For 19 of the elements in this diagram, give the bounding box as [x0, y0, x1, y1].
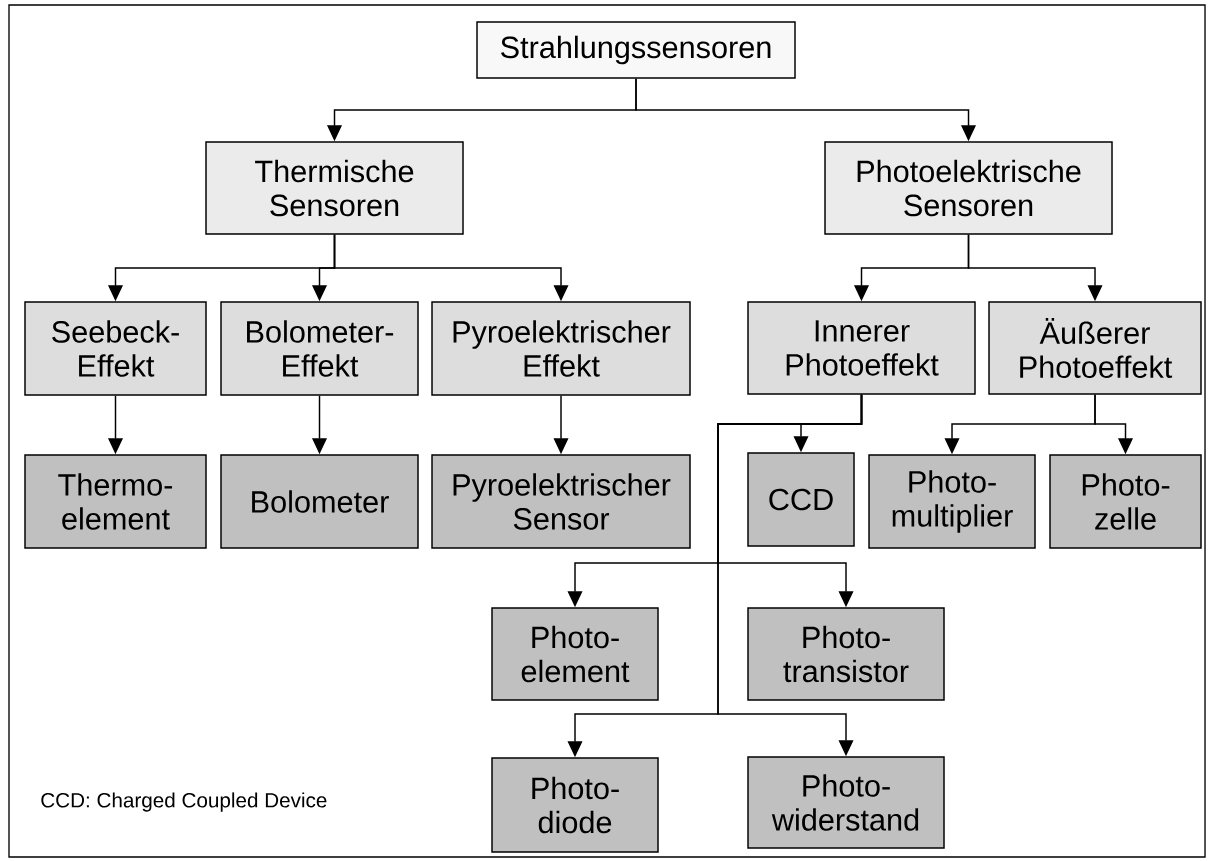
sensor-box: Strahlungssensoren: [476, 21, 796, 79]
sensor-box: Photo- widerstand: [747, 756, 945, 849]
sensor-box: Äußerer Photoeffekt: [988, 301, 1202, 395]
sensor-box: Photo- diode: [491, 757, 659, 853]
sensor-box: Thermo- element: [24, 454, 207, 549]
sensor-box: Photo- zelle: [1049, 454, 1202, 549]
sensor-box: Pyroelektrischer Effekt: [431, 301, 691, 396]
sensor-box: Innerer Photoeffekt: [747, 301, 976, 395]
sensor-box: CCD: [747, 452, 855, 547]
sensor-box: Photo- transistor: [747, 607, 945, 701]
sensor-box: Photo- element: [491, 607, 659, 701]
sensor-box: Thermische Sensoren: [205, 141, 464, 235]
sensor-box: Bolometer: [220, 454, 419, 549]
sensor-box: Bolometer- Effekt: [220, 301, 419, 396]
sensor-box: Photo- multiplier: [868, 454, 1036, 549]
sensor-box: Pyroelektrischer Sensor: [431, 454, 691, 549]
footnote: CCD: Charged Coupled Device: [41, 792, 327, 812]
sensor-box: Seebeck- Effekt: [24, 301, 207, 396]
sensor-box: Photoelektrische Sensoren: [824, 141, 1113, 235]
